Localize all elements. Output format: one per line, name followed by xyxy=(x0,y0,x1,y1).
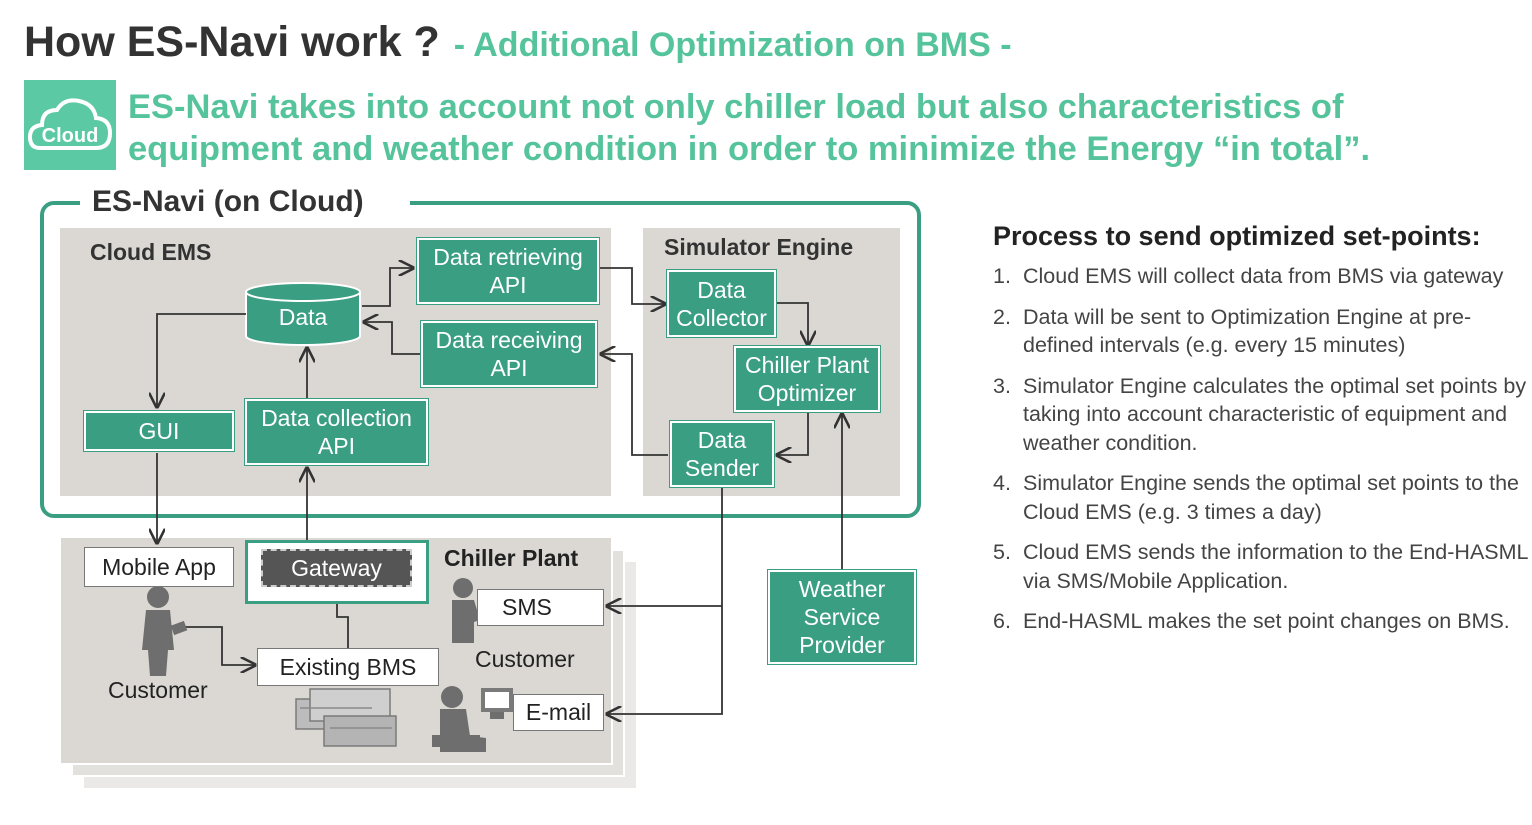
es-navi-label-bg xyxy=(80,186,410,220)
data-sender-line-2: Sender xyxy=(684,455,760,481)
email-box: E-mail xyxy=(513,694,604,731)
arrow-data-to-retrieving xyxy=(362,268,413,307)
title-text: How ES-Navi work ? xyxy=(24,18,440,66)
weather-service-provider-box: Weather Service Provider xyxy=(767,569,917,665)
data-retrieving-api-box: Data retrieving API xyxy=(416,237,600,305)
process-step: 4. Simulator Engine sends the optimal set… xyxy=(993,469,1528,526)
data-collector-line-2: Collector xyxy=(676,304,767,331)
weather-line-3: Provider xyxy=(799,632,885,658)
arrow-receiving-to-data xyxy=(364,322,420,355)
data-sender-box: Data Sender xyxy=(669,420,775,488)
data-cylinder xyxy=(245,282,361,346)
step-text: Simulator Engine calculates the optimal … xyxy=(1023,373,1527,455)
step-text: Cloud EMS sends the information to the E… xyxy=(1023,540,1528,593)
operator-at-computer-icon xyxy=(432,686,513,752)
gui-box: GUI xyxy=(83,410,235,452)
customer-right-icon xyxy=(452,578,480,643)
step-number: 6. xyxy=(993,609,1011,633)
cloud-ems-title: Cloud EMS xyxy=(90,239,212,265)
headline: ES-Navi takes into account not only chil… xyxy=(128,86,1370,170)
data-collection-api-line-1: Data collection xyxy=(261,405,412,431)
step-text: Data will be sent to Optimization Engine… xyxy=(1023,304,1472,358)
connector-lines xyxy=(157,268,842,714)
arrow-sender-to-receiving xyxy=(601,354,668,456)
process-title: Process to send optimized set-points: xyxy=(993,221,1481,251)
chiller-plant-optimizer-box: Chiller Plant Optimizer xyxy=(733,345,881,413)
process-step: 1. Cloud EMS will collect data from BMS v… xyxy=(993,262,1528,291)
cloud-badge: Cloud xyxy=(24,80,116,170)
data-retrieving-api-line-2: API xyxy=(489,272,527,298)
customer-left-icon xyxy=(142,586,188,676)
step-number: 5. xyxy=(993,540,1011,564)
chiller-equipment-icon xyxy=(295,688,397,747)
data-collector-box: Data Collector xyxy=(666,269,777,338)
data-collection-api-box: Data collection API xyxy=(244,398,429,466)
step-text: Simulator Engine sends the optimal set p… xyxy=(1023,471,1519,524)
arrow-retrieving-to-collector xyxy=(599,267,665,304)
arrow-collector-to-optimizer xyxy=(776,302,808,345)
step-number: 3. xyxy=(993,373,1011,398)
process-steps: 1. Cloud EMS will collect data from BMS v… xyxy=(993,262,1528,648)
customer-left-label: Customer xyxy=(108,677,208,703)
headline-line-1: ES-Navi takes into account not only chil… xyxy=(128,88,1344,126)
process-step: 2. Data will be sent to Optimization Engi… xyxy=(993,303,1528,360)
weather-line-2: Service xyxy=(803,604,881,630)
cloud-badge-label: Cloud xyxy=(42,125,99,147)
data-sender-line-1: Data xyxy=(697,427,747,453)
simulator-engine-title: Simulator Engine xyxy=(664,234,854,260)
chiller-plant-title: Chiller Plant xyxy=(444,545,579,571)
data-store-label: Data xyxy=(278,304,328,330)
data-receiving-api-box: Data receiving API xyxy=(420,320,598,388)
data-collection-api-line-2: API xyxy=(317,433,356,459)
customer-right-label: Customer xyxy=(475,646,575,672)
process-step: 6. End-HASML makes the set point changes … xyxy=(993,607,1528,636)
sms-box: SMS xyxy=(477,589,604,626)
arrow-data-to-gui xyxy=(157,313,246,407)
cloud-icon: Cloud xyxy=(27,98,113,150)
existing-bms-box: Existing BMS xyxy=(257,648,439,686)
gateway-box: Gateway xyxy=(261,549,412,587)
step-number: 1. xyxy=(993,264,1011,288)
data-retrieving-api-line-1: Data retrieving xyxy=(433,244,583,270)
data-receiving-api-line-2: API xyxy=(490,355,528,381)
headline-line-2: equipment and weather condition in order… xyxy=(128,130,1371,168)
chiller-plant-optimizer-line-1: Chiller Plant xyxy=(745,352,869,378)
arrow-sender-to-email xyxy=(607,488,723,714)
es-navi-label: ES-Navi (on Cloud) xyxy=(92,185,364,218)
step-text: End-HASML makes the set point changes on… xyxy=(1023,609,1510,633)
step-text: Cloud EMS will collect data from BMS via… xyxy=(1023,264,1504,288)
chiller-plant-optimizer-line-2: Optimizer xyxy=(757,380,857,406)
arrow-optimizer-to-sender xyxy=(777,412,809,455)
step-number: 4. xyxy=(993,471,1011,495)
page-title: How ES-Navi work ? - Additional Optimizat… xyxy=(24,18,1012,67)
process-step: 3. Simulator Engine calculates the optima… xyxy=(993,372,1528,458)
weather-line-1: Weather xyxy=(798,576,886,602)
arrow-customer-to-bms xyxy=(180,626,255,665)
data-collector-line-1: Data xyxy=(697,276,746,303)
process-step: 5. Cloud EMS sends the information to the… xyxy=(993,538,1528,595)
step-number: 2. xyxy=(993,304,1011,329)
page-subtitle: - Additional Optimization on BMS - xyxy=(453,26,1012,64)
mobile-app-box: Mobile App xyxy=(84,547,234,587)
data-receiving-api-line-1: Data receiving xyxy=(435,327,583,353)
